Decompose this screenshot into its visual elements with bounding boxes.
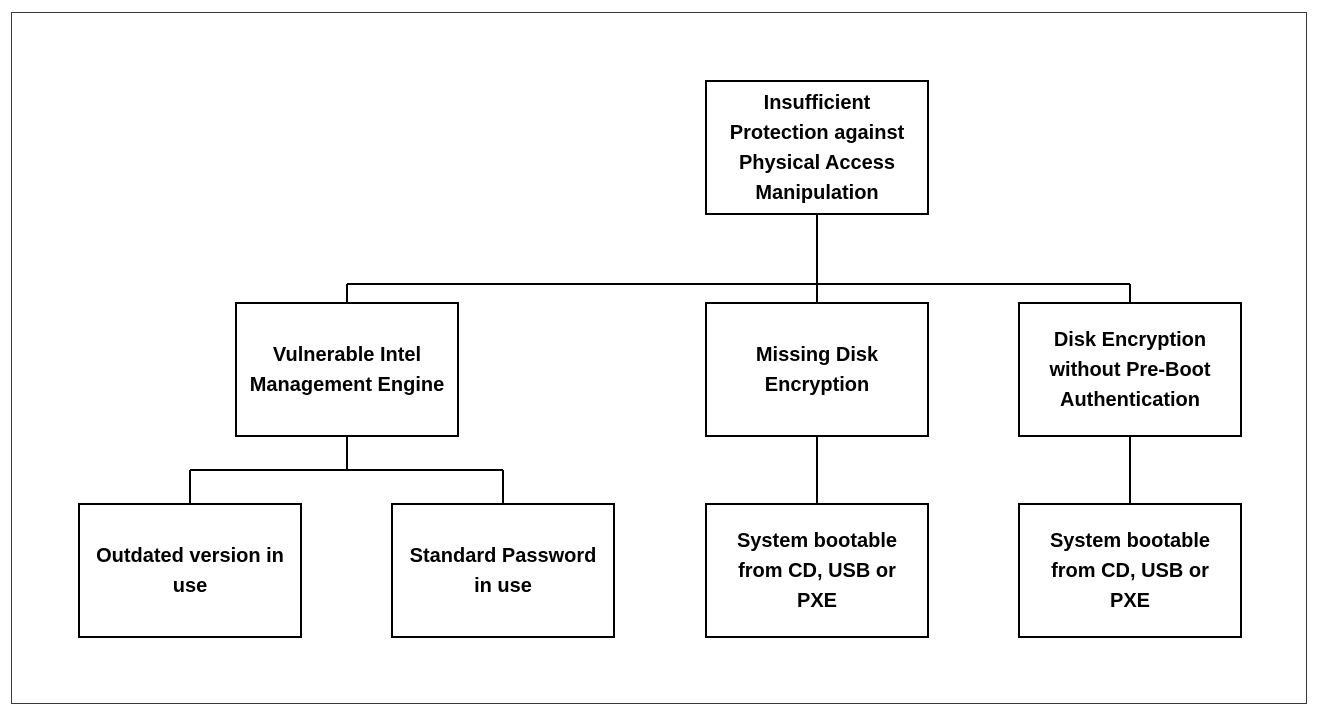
node-intel-me-label: Vulnerable Intel Management Engine [249, 343, 445, 396]
node-bootable-missing-label: System bootable from CD, USB or PXE [736, 529, 898, 612]
node-root: Insufficient Protection against Physical… [705, 80, 929, 215]
node-bootable-missing: System bootable from CD, USB or PXE [705, 503, 929, 638]
node-bootable-preboot-label: System bootable from CD, USB or PXE [1049, 529, 1211, 612]
diagram-frame [11, 12, 1307, 704]
node-standard-password: Standard Password in use [391, 503, 615, 638]
node-outdated-version: Outdated version in use [78, 503, 302, 638]
node-outdated-version-label: Outdated version in use [96, 544, 284, 597]
node-encryption-no-preboot-label: Disk Encryption without Pre-Boot Authent… [1049, 328, 1211, 411]
node-missing-encryption-label: Missing Disk Encryption [755, 343, 879, 396]
node-intel-me: Vulnerable Intel Management Engine [235, 302, 459, 437]
node-missing-encryption: Missing Disk Encryption [705, 302, 929, 437]
node-standard-password-label: Standard Password in use [409, 544, 597, 597]
node-encryption-no-preboot: Disk Encryption without Pre-Boot Authent… [1018, 302, 1242, 437]
node-root-label: Insufficient Protection against Physical… [729, 91, 905, 204]
node-bootable-preboot: System bootable from CD, USB or PXE [1018, 503, 1242, 638]
